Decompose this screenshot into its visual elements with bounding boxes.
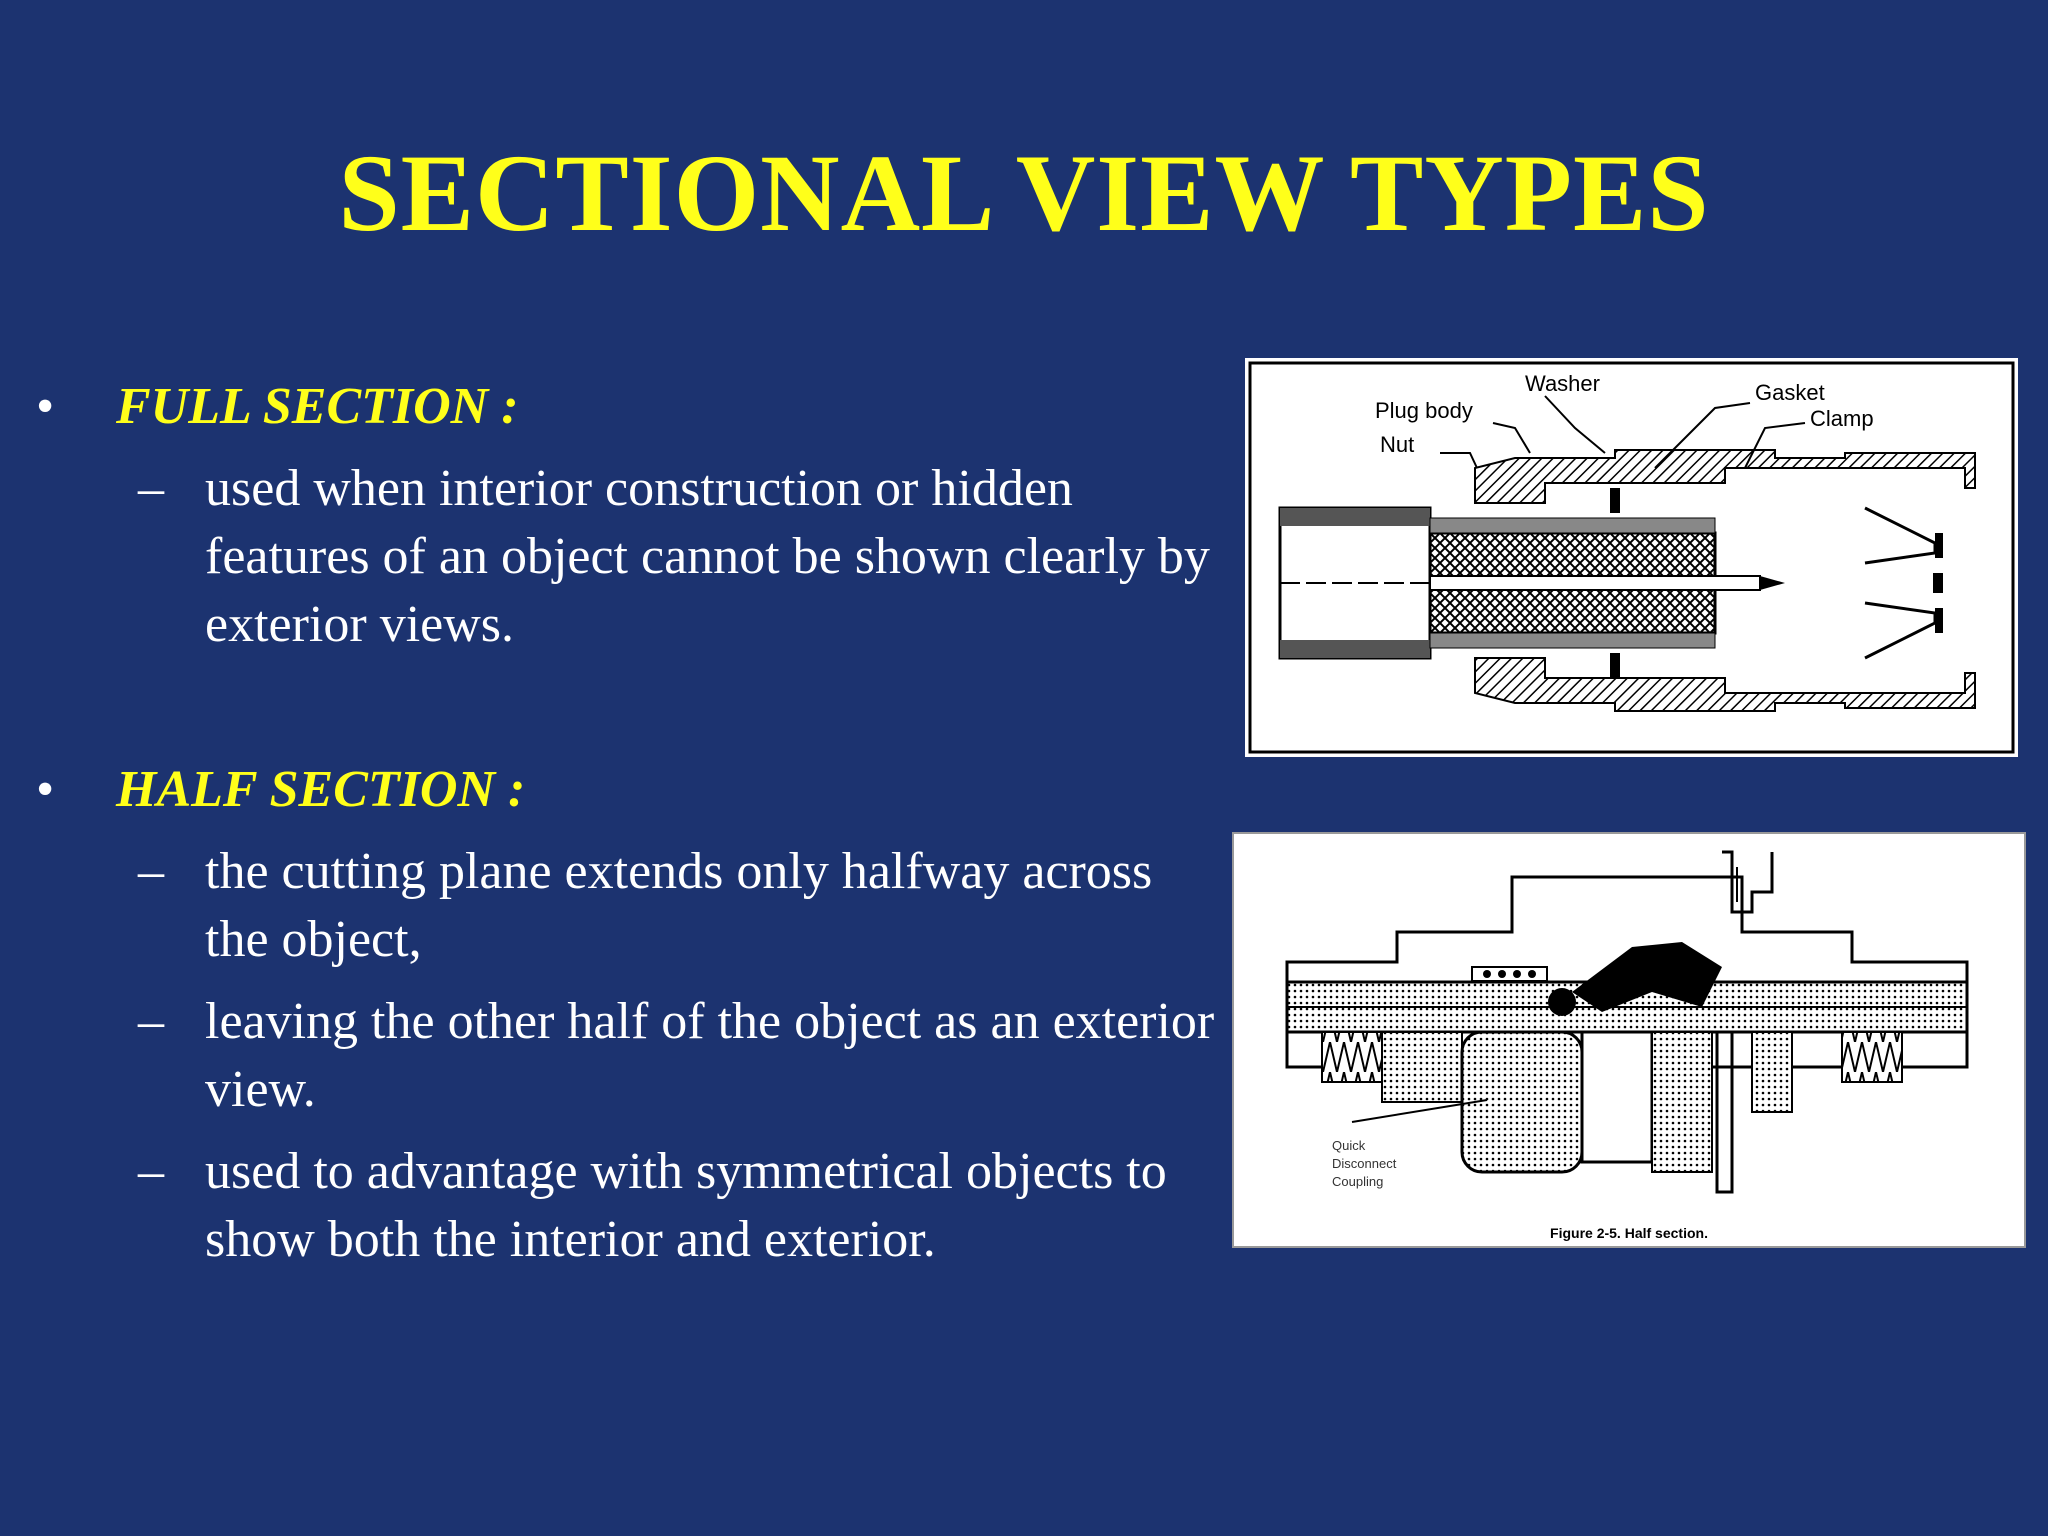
bullet-list: • FULL SECTION : – used when interior co…: [36, 378, 1215, 1268]
label-nut: Nut: [1380, 432, 1414, 457]
slide-title: SECTIONAL VIEW TYPES: [338, 132, 1710, 254]
bullet-dot: •: [36, 378, 55, 435]
full-section-figure: Plug body Nut Washer Gasket Clamp: [1245, 358, 2018, 757]
label-washer: Washer: [1525, 371, 1600, 396]
dash-marker: –: [138, 460, 164, 517]
sub-bullet-text: used to advantage with symmetrical objec…: [205, 1143, 1167, 1268]
half-section-figure: Quick Disconnect Coupling Figure 2-5. Ha…: [1232, 832, 2026, 1248]
dash-marker: –: [138, 1143, 164, 1200]
sub-bullet-text: leaving the other half of the object as …: [205, 993, 1215, 1118]
sub-bullet-text: used when interior construction or hidde…: [205, 460, 1210, 653]
bullet-dot: •: [36, 761, 55, 818]
label-plug-body: Plug body: [1375, 398, 1473, 423]
sub-bullet-text: the cutting plane extends only halfway a…: [205, 843, 1153, 968]
label-clamp: Clamp: [1810, 406, 1874, 431]
half-section-drawing: Quick Disconnect Coupling Figure 2-5. Ha…: [1232, 832, 2026, 1248]
label-disconnect: Disconnect: [1332, 1156, 1397, 1171]
bullet-heading: HALF SECTION :: [116, 761, 526, 818]
label-gasket: Gasket: [1755, 380, 1825, 405]
dash-marker: –: [138, 993, 164, 1050]
bullet-heading: FULL SECTION :: [116, 378, 519, 435]
label-coupling: Coupling: [1332, 1174, 1383, 1189]
full-section-drawing: Plug body Nut Washer Gasket Clamp: [1248, 361, 2015, 754]
label-quick: Quick: [1332, 1138, 1366, 1153]
dash-marker: –: [138, 843, 164, 900]
figure-caption: Figure 2-5. Half section.: [1550, 1225, 1708, 1241]
